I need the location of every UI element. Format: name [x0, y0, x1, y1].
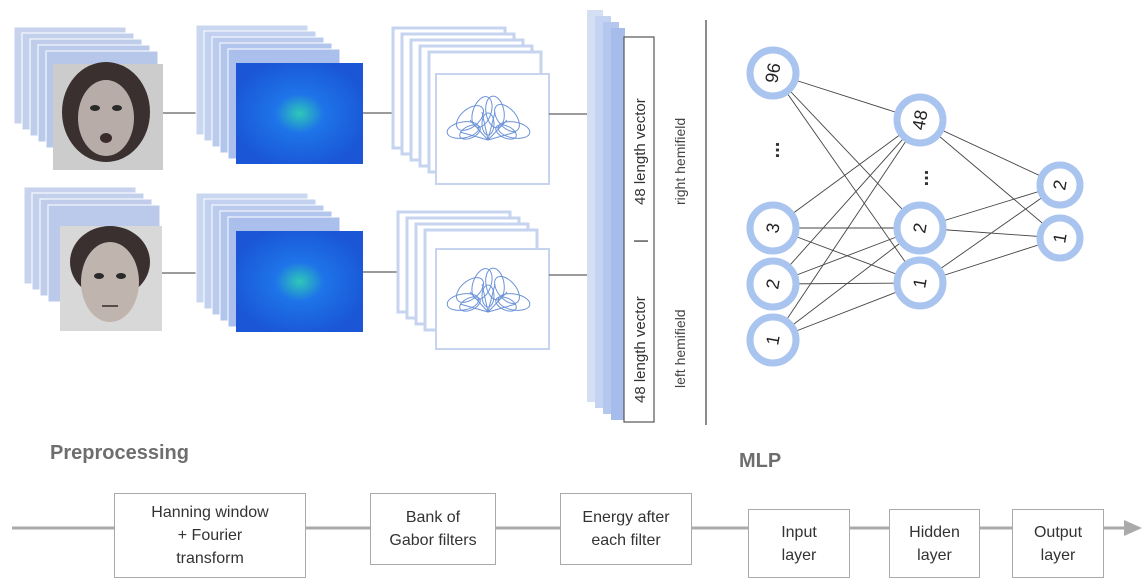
svg-text:3: 3 — [762, 221, 783, 234]
svg-text:1: 1 — [909, 276, 930, 289]
output-node-1: 1 — [1036, 214, 1084, 262]
gabor-rosette-icon — [446, 95, 531, 141]
gabor-rosette-icon — [446, 267, 531, 313]
stage-fourier: Hanning window + Fourier transform — [114, 493, 306, 578]
svg-text:1: 1 — [762, 333, 783, 346]
feature-vector-stack — [587, 10, 655, 423]
face-image-female — [53, 62, 163, 170]
stage-energy: Energy after each filter — [560, 493, 692, 565]
svg-text:96: 96 — [761, 61, 784, 84]
input-node-96: 96 — [746, 46, 800, 100]
vector-separator: | — [632, 239, 649, 243]
gabor-filter-image — [435, 248, 550, 350]
face-stack-bottom — [23, 186, 162, 331]
svg-text:2: 2 — [909, 221, 930, 234]
input-ellipsis: ... — [762, 142, 784, 159]
svg-text:48: 48 — [908, 108, 931, 131]
stage-input-layer: Input layer — [748, 509, 850, 578]
face-image-male — [60, 226, 162, 331]
input-node-2: 2 — [746, 257, 800, 311]
stage-hidden-layer: Hidden layer — [889, 509, 980, 578]
preprocessing-label: Preprocessing — [50, 442, 189, 464]
left-hemifield-label: left hemifield — [672, 309, 688, 388]
stage-output-layer: Output layer — [1012, 509, 1104, 578]
output-node-2: 2 — [1036, 161, 1084, 209]
hidden-node-2: 2 — [893, 201, 947, 255]
stage-gabor: Bank of Gabor filters — [370, 493, 496, 565]
fourier-stack-top — [195, 24, 363, 164]
right-hemifield-label: right hemifield — [672, 118, 688, 205]
left-vector-label: 48 length vector — [632, 296, 649, 403]
gabor-filter-image — [435, 73, 550, 185]
input-node-1: 1 — [746, 313, 800, 367]
svg-text:2: 2 — [762, 277, 783, 290]
fourier-stack-bottom — [195, 192, 363, 332]
gabor-stack-bottom — [396, 210, 550, 350]
fourier-spectrum-image — [236, 231, 363, 332]
svg-text:2: 2 — [1049, 178, 1070, 191]
mlp-label: MLP — [739, 450, 782, 472]
feature-vector-box — [623, 36, 655, 423]
input-node-3: 3 — [746, 201, 800, 255]
hidden-node-48: 48 — [893, 93, 947, 147]
svg-text:1: 1 — [1049, 231, 1070, 244]
right-vector-label: 48 length vector — [632, 98, 649, 205]
hidden-ellipsis: ... — [911, 170, 933, 187]
hidden-node-1: 1 — [893, 256, 947, 310]
fourier-spectrum-image — [236, 63, 363, 164]
face-stack-top — [13, 26, 163, 170]
gabor-stack-top — [391, 26, 550, 185]
